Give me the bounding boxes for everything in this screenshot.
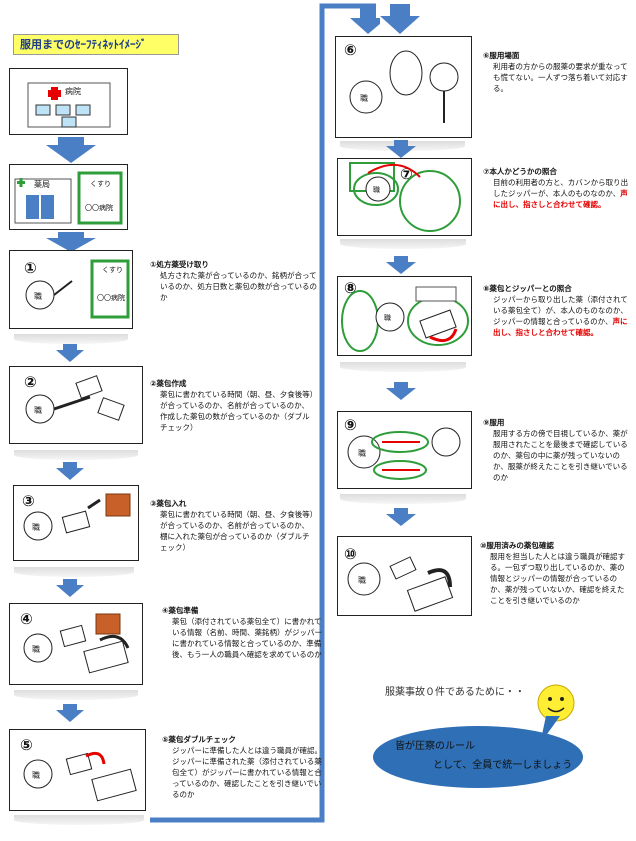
hospital-building-icon (27, 82, 111, 128)
step-3-number: ③ (22, 492, 35, 510)
arrow-down-icon (46, 232, 96, 252)
pharmacy-panel: 薬局 くすり 〇〇病院 (9, 164, 128, 230)
step-10-title: ⑩服用済みの薬包確認 (480, 541, 554, 550)
bubble-line-1: 皆が圧察のルール (395, 741, 475, 752)
step-8-desc: ⑧薬包とジッパーとの照合 ジッパーから取り出した薬（添付されている薬包全て）が、… (483, 283, 631, 338)
staff-label: 職 (34, 292, 42, 301)
step-1-panel: ① 職 くすり 〇〇病院 (9, 250, 133, 329)
step-7-desc: ⑦本人かどうかの照合 目前の利用者の方と、カバンから取り出したジッパーが、本人の… (483, 166, 631, 210)
step-7-body: 目前の利用者の方と、カバンから取り出したジッパーが、本人のものなのか、 (493, 178, 629, 198)
step-2-body: 薬包に書かれている時間（朝、昼、夕食後等）が合っているのか、名前が合っているのか… (160, 390, 314, 432)
step-5-number: ⑤ (20, 736, 33, 754)
step-4-panel: ④ 職 (9, 603, 143, 685)
step-8-title: ⑧薬包とジッパーとの照合 (483, 284, 572, 293)
arrow-down-icon (56, 462, 84, 480)
step-9-title: ⑨服用 (483, 418, 505, 427)
step-6-body: 利用者の方からの服薬の要求が重なっても慌てない。一人ずつ落ち着いて対応する。 (493, 62, 628, 93)
step-8-body: ジッパーから取り出した薬（添付されている薬包全て）が、本人のものなのか、ジッパー… (493, 295, 628, 326)
page-title: 服用までのｾｰﾌﾃｨﾈｯﾄｲﾒｰｼﾞ (13, 34, 179, 55)
step-6-desc: ⑥服用場面 利用者の方からの服薬の要求が重なっても慌てない。一人ずつ落ち着いて対… (483, 50, 631, 94)
step-1-number: ① (24, 259, 37, 277)
arrow-down-icon (386, 508, 416, 526)
step-4-body: 薬包（添付されている薬包全て）に書かれている情報（名前、時間、薬銘柄）がジッパー… (172, 617, 322, 659)
step-2-desc: ②薬包作成 薬包に書かれている時間（朝、昼、夕食後等）が合っているのか、名前が合… (150, 378, 315, 433)
arrow-down-icon (386, 140, 416, 158)
step-8-panel: ⑧ 職 (337, 276, 472, 356)
hospital-label: 病院 (65, 87, 81, 96)
step-1-body: 処方された薬が合っているのか、銘柄が合っているのか、処方日数と薬包の数が合ってい… (160, 271, 317, 302)
step-5-desc: ⑤薬包ダブルチェック ジッパーに準備した人とは違う職員が確認。ジッパーに準備され… (162, 734, 324, 800)
staff-label: 職 (384, 314, 391, 322)
step-7-title: ⑦本人かどうかの照合 (483, 167, 557, 176)
step-1-title: ①処方薬受け取り (150, 260, 209, 269)
divider (340, 239, 466, 249)
step-3-title: ③薬包入れ (150, 499, 187, 508)
step-1-desc: ①処方薬受け取り 処方された薬が合っているのか、銘柄が合っているのか、処方日数と… (150, 259, 320, 303)
divider (14, 567, 134, 577)
step-6-number: ⑥ (344, 41, 357, 59)
step-3-panel: ③ 職 (13, 485, 139, 561)
step-10-panel: ⑩ 職 (337, 536, 472, 616)
step-7-panel: ⑦ 職 (337, 158, 472, 236)
arrow-down-icon (46, 137, 96, 163)
rx-bag-hospital: 〇〇病院 (85, 204, 113, 212)
step-10-desc: ⑩服用済みの薬包確認 服用を担当した人とは違う職員が確認する。一包ずつ取り出して… (480, 540, 630, 606)
step-9-body: 服用する方の傍で目視しているか、薬が服用されたことを最後まで確認しているのか、薬… (493, 429, 628, 482)
arrow-down-icon (56, 579, 84, 597)
step-8-emphasis: 声に出し、指さしと合わせて確認。 (493, 317, 628, 337)
bubble-line-2: として、全員で統一しましょう (433, 760, 573, 771)
step-2-title: ②薬包作成 (150, 379, 187, 388)
step-5-body: ジッパーに準備した人とは違う職員が確認。ジッパーに準備された薬（添付されている薬… (172, 746, 322, 799)
divider (340, 362, 466, 372)
hospital-panel: 病院 (9, 68, 128, 135)
step-4-desc: ④薬包準備 薬包（添付されている薬包全て）に書かれている情報（名前、時間、薬銘柄… (162, 605, 322, 660)
step-10-body: 服用を担当した人とは違う職員が確認する。一包ずつ取り出しているのか、薬の情報とジ… (490, 552, 625, 605)
rx-bag-label: くすり (102, 266, 123, 274)
divider (340, 494, 466, 504)
staff-label: 職 (32, 771, 40, 780)
step-4-number: ④ (20, 610, 33, 628)
divider (14, 450, 138, 460)
step-9-panel: ⑨ 職 (337, 411, 472, 489)
step-5-panel: ⑤ 職 (9, 729, 146, 811)
rx-bag-label: くすり (90, 180, 111, 188)
divider (14, 690, 138, 700)
staff-label: 職 (358, 449, 366, 458)
arrow-down-icon (386, 382, 416, 400)
pharmacy-building-icon (14, 171, 123, 225)
staff-label: 職 (360, 94, 368, 103)
staff-label: 職 (34, 406, 42, 415)
step-7-emphasis: 声に出し、指さしと合わせて確認。 (493, 189, 628, 209)
arrow-down-icon (56, 344, 84, 362)
staff-label: 職 (358, 576, 366, 585)
rx-bag-hospital: 〇〇病院 (97, 294, 125, 302)
step-6-panel: ⑥ 職 (335, 36, 472, 138)
divider (14, 815, 144, 825)
step-9-desc: ⑨服用 服用する方の傍で目視しているか、薬が服用されたことを最後まで確認している… (483, 417, 631, 483)
divider (14, 334, 128, 344)
staff-label: 職 (373, 186, 380, 194)
step-4-title: ④薬包準備 (162, 606, 199, 615)
staff-label: 職 (32, 645, 40, 654)
smiley-icon (537, 684, 575, 722)
safety-note: 服薬事故０件であるために・・ (385, 687, 525, 698)
arrow-down-icon (380, 4, 420, 34)
speech-bubble: 皆が圧察のルール として、全員で統一しましょう (373, 726, 583, 788)
flow-connector (150, 3, 380, 823)
arrow-down-icon (56, 704, 84, 722)
step-6-title: ⑥服用場面 (483, 51, 520, 60)
step-3-desc: ③薬包入れ 薬包に書かれている時間（朝、昼、夕食後等）が合っているのか、名前が合… (150, 498, 315, 553)
step-5-title: ⑤薬包ダブルチェック (162, 735, 236, 744)
arrow-down-icon (386, 256, 416, 274)
step-10-number: ⑩ (344, 545, 357, 563)
staff-label: 職 (32, 523, 40, 532)
step-9-number: ⑨ (344, 416, 357, 434)
step-2-panel: ② 職 (9, 366, 143, 444)
step-3-body: 薬包に書かれている時間（朝、昼、夕食後等）が合っているのか、名前が合っているのか… (160, 510, 314, 552)
step-2-number: ② (24, 373, 37, 391)
pharmacy-label: 薬局 (34, 180, 50, 189)
